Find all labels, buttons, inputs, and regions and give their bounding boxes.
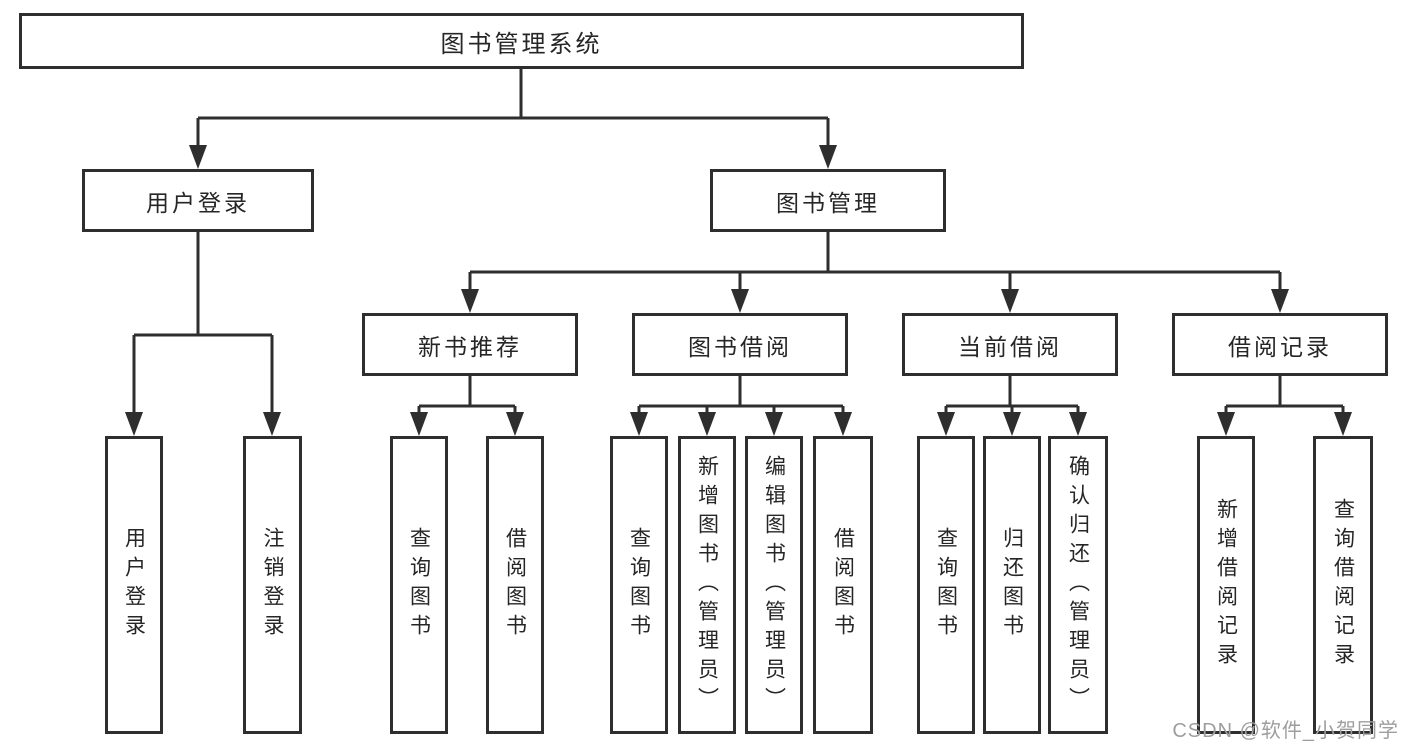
- leaf-borrow-books: 借阅图书: [813, 436, 873, 734]
- leaf-label: 新增图书（管理员）: [695, 454, 719, 716]
- connector-book-borrow: [637, 375, 845, 417]
- leaf-query-books: 查询图书: [610, 436, 668, 734]
- leaf-label: 查询图书: [934, 527, 958, 643]
- node-new-book-recommend: 新书推荐: [362, 313, 578, 376]
- leaf-label: 新增借阅记录: [1214, 498, 1238, 672]
- leaf-logout: 注销登录: [243, 436, 302, 734]
- connector-root: [196, 69, 830, 150]
- arrowhead-icon: [1003, 412, 1021, 436]
- node-book-borrow: 图书借阅: [632, 313, 848, 376]
- csdn-watermark: CSDN @软件_小贺同学: [1172, 720, 1399, 742]
- arrowhead-icon: [1334, 412, 1352, 436]
- leaf-return-books: 归还图书: [983, 436, 1041, 734]
- leaf-label: 注销登录: [261, 527, 284, 643]
- arrowhead-icon: [1001, 289, 1019, 313]
- leaf-label: 查询借阅记录: [1331, 498, 1355, 672]
- leaf-edit-books-admin: 编辑图书（管理员）: [745, 436, 803, 734]
- arrowhead-icon: [630, 412, 648, 436]
- arrowhead-icon: [731, 289, 749, 313]
- leaf-label: 借阅图书: [503, 527, 527, 643]
- arrowhead-icon: [125, 412, 143, 436]
- node-borrow-records: 借阅记录: [1172, 313, 1388, 376]
- arrowhead-icon: [189, 145, 207, 169]
- leaf-user-login: 用户登录: [105, 436, 163, 734]
- arrowhead-icon: [410, 412, 428, 436]
- node-current-borrow: 当前借阅: [902, 313, 1118, 376]
- connector-borrow-records: [1224, 375, 1345, 417]
- arrowhead-icon: [263, 412, 281, 436]
- node-library-management-system: 图书管理系统: [19, 13, 1024, 69]
- arrowhead-icon: [1271, 289, 1289, 313]
- connector-user-login: [132, 232, 274, 417]
- node-book-management: 图书管理: [710, 169, 946, 232]
- leaf-query-books: 查询图书: [390, 436, 448, 734]
- leaf-label: 归还图书: [1000, 527, 1024, 643]
- leaf-label: 借阅图书: [831, 527, 855, 643]
- arrowhead-icon: [1069, 412, 1087, 436]
- arrowhead-icon: [937, 412, 955, 436]
- leaf-query-books: 查询图书: [917, 436, 975, 734]
- leaf-confirm-return-admin: 确认归还（管理员）: [1048, 436, 1108, 734]
- arrowhead-icon: [765, 412, 783, 436]
- arrowhead-icon: [461, 289, 479, 313]
- connector-book-management: [468, 232, 1282, 295]
- leaf-label: 查询图书: [627, 527, 651, 643]
- arrowhead-icon: [819, 145, 837, 169]
- arrowhead-icon: [506, 412, 524, 436]
- leaf-label: 确认归还（管理员）: [1066, 454, 1090, 716]
- connector-current-borrow: [944, 375, 1080, 417]
- arrowhead-icon: [698, 412, 716, 436]
- node-user-login: 用户登录: [82, 169, 314, 232]
- leaf-borrow-books: 借阅图书: [486, 436, 544, 734]
- arrowhead-icon: [1217, 412, 1235, 436]
- leaf-add-borrow-record: 新增借阅记录: [1197, 436, 1255, 734]
- leaf-label: 用户登录: [122, 527, 146, 643]
- leaf-label: 编辑图书（管理员）: [762, 454, 786, 716]
- connector-new-book: [417, 375, 517, 417]
- arrowhead-icon: [834, 412, 852, 436]
- leaf-add-books-admin: 新增图书（管理员）: [678, 436, 736, 734]
- leaf-label: 查询图书: [407, 527, 431, 643]
- leaf-query-borrow-record: 查询借阅记录: [1313, 436, 1373, 734]
